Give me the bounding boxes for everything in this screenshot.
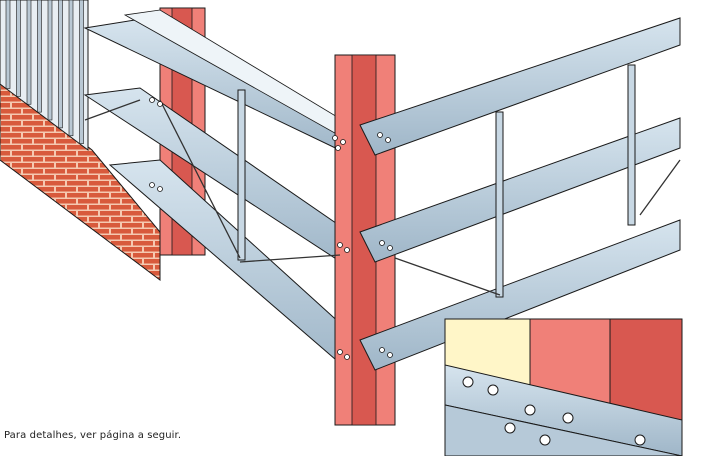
cladding-rib (26, 0, 32, 105)
girt-group-left (83, 9, 376, 373)
tension-rod (84, 99, 681, 296)
bolt-detail-inset (444, 318, 683, 456)
cladding-panel (0, 0, 89, 151)
cladding-rib (5, 0, 11, 89)
cladding-rib (58, 0, 63, 129)
cladding-rib (68, 0, 74, 137)
bolt-group (149, 97, 393, 360)
cladding-rib (37, 0, 42, 113)
cladding-rib (16, 0, 21, 97)
girt-group-right (359, 17, 681, 371)
caption-text: Para detalhes, ver página a seguir. (4, 430, 182, 441)
cladding-rib (47, 0, 53, 121)
cladding-rib (79, 0, 84, 144)
sag-rods (237, 64, 636, 298)
